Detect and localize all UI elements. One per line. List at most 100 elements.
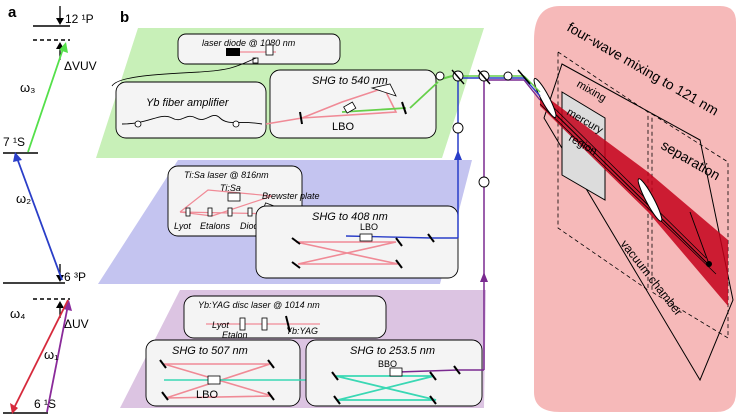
lbo-crystal-540 bbox=[343, 101, 357, 114]
level-label-7-1S: 7 ¹S bbox=[3, 135, 25, 149]
blue-turn-mirror bbox=[427, 233, 435, 243]
green-laser-module: laser diode @ 1080 nm Yb fiber amplifier… bbox=[96, 28, 484, 158]
shg-507-mirror-2 bbox=[267, 359, 275, 369]
beam-routing bbox=[432, 69, 541, 371]
blue-arrow-head bbox=[454, 150, 462, 160]
uv-arrow-head-top bbox=[56, 275, 64, 282]
level-label-6-1S: 6 ¹S bbox=[34, 397, 56, 411]
brewster-label: Brewster plate bbox=[262, 191, 320, 201]
beam-lower-line bbox=[539, 103, 717, 275]
dichroic-mirror-2 bbox=[477, 69, 491, 85]
purple-lens bbox=[478, 176, 490, 188]
shg-408-mirror-3 bbox=[291, 261, 301, 269]
omega2-label: ω₂ bbox=[16, 191, 31, 206]
ybyag-disc bbox=[285, 315, 291, 333]
shg-408-mirror-4 bbox=[395, 259, 403, 269]
omega4-arrow-head bbox=[10, 403, 18, 414]
shg-507-mirror-1 bbox=[159, 359, 167, 369]
separation-lens bbox=[637, 178, 663, 222]
lbo-crystal-507 bbox=[207, 375, 221, 385]
omega4-label: ω₄ bbox=[10, 306, 25, 321]
etalon-2 bbox=[227, 207, 233, 217]
shg-2535-mirror-2 bbox=[429, 371, 437, 381]
delta-vuv-label: ΔVUV bbox=[64, 59, 97, 73]
ybyag-lyot bbox=[239, 317, 246, 331]
shg-2535-mirror-1 bbox=[331, 371, 339, 381]
shg-540-input-beam bbox=[265, 117, 303, 125]
shg-2535-mirror-3 bbox=[333, 395, 341, 405]
shg-540-output-beam bbox=[341, 107, 407, 113]
fiber-amplifier-box bbox=[115, 81, 267, 139]
omega2-arrow bbox=[16, 157, 63, 281]
vacuum-chamber-panel: four-wave mixing to 121 nm mixing mercur… bbox=[533, 6, 736, 412]
purple-arrow-head bbox=[480, 272, 488, 282]
ybyag-laser-box bbox=[183, 295, 387, 339]
shg-408-mirror-2 bbox=[395, 237, 403, 247]
fiber-link bbox=[111, 57, 257, 87]
fiber-amplifier-label: Yb fiber amplifier bbox=[146, 97, 230, 109]
etalon-1 bbox=[207, 207, 213, 217]
lbo-507-label: LBO bbox=[196, 389, 218, 401]
shg-2535-mirror-4 bbox=[429, 395, 437, 405]
diode-isolator bbox=[265, 44, 274, 56]
shg-2535-label: SHG to 253.5 nm bbox=[350, 345, 435, 357]
vuv-arrow-head-top bbox=[56, 18, 64, 25]
ybyag-etalon-label: Etalon bbox=[222, 330, 248, 340]
laser-diode-label: laser diode @ 1080 nm bbox=[202, 38, 296, 48]
beam-upper-line bbox=[539, 93, 707, 259]
fiber-splice-1 bbox=[134, 120, 142, 128]
level-label-6-3P: 6 ³P bbox=[64, 270, 86, 284]
shg-540-mirror-1 bbox=[299, 111, 303, 125]
fiber-splice-2 bbox=[232, 120, 240, 128]
tisa-laser-label: Ti:Sa laser @ 816nm bbox=[184, 170, 269, 180]
diode-label: Diode bbox=[240, 221, 264, 231]
energy-level-scheme: a 12 ¹P 7 ¹S 6 ³P 6 ¹S ΔVUV ΔUV ω₃ bbox=[3, 4, 97, 414]
lbo-408-label: LBO bbox=[360, 222, 378, 232]
omega1-arrow-head bbox=[63, 300, 72, 311]
separation-pointer bbox=[689, 211, 710, 265]
purple-laser-module: Yb:YAG disc laser @ 1014 nm Lyot Etalon … bbox=[120, 290, 486, 408]
steering-mirror bbox=[517, 69, 531, 85]
level-label-12-1P: 12 ¹P bbox=[65, 12, 94, 26]
omega1-arrow bbox=[46, 304, 69, 413]
delta-uv-label: ΔUV bbox=[64, 317, 89, 331]
etalons-label: Etalons bbox=[200, 221, 231, 231]
blue-laser-module: Ti:Sa laser @ 816nm Ti:Sa Brewster plate… bbox=[98, 160, 472, 284]
tisa-crystal bbox=[227, 192, 241, 202]
omega3-arrow-head bbox=[59, 42, 68, 53]
omega3-label: ω₃ bbox=[20, 80, 35, 95]
green-beam-exit bbox=[409, 81, 439, 109]
mixing-region-box bbox=[557, 51, 649, 291]
shg-507-box bbox=[145, 339, 301, 407]
lyot-label: Lyot bbox=[174, 221, 191, 231]
beam-axis-line bbox=[539, 98, 711, 267]
green-lens bbox=[435, 71, 445, 81]
lbo-540-label: LBO bbox=[332, 121, 354, 133]
lbo-crystal-408 bbox=[359, 233, 373, 242]
tisa-crystal-label: Ti:Sa bbox=[220, 183, 241, 193]
lyot-filter bbox=[185, 207, 191, 217]
shg-507-mirror-3 bbox=[161, 391, 169, 401]
shg-408-cavity-beam bbox=[295, 241, 399, 265]
laser-diode-box bbox=[177, 33, 341, 65]
chamber-input-lens bbox=[533, 77, 557, 119]
fiber-coil bbox=[121, 115, 263, 125]
panel-label-b: b bbox=[120, 9, 129, 26]
blue-lens bbox=[452, 122, 464, 134]
final-combiner-lens bbox=[503, 71, 513, 81]
shg-540-prism bbox=[370, 83, 397, 97]
omega3-arrow bbox=[27, 45, 65, 153]
omega2-arrow-head bbox=[13, 152, 22, 162]
combined-purple-down bbox=[523, 79, 541, 101]
shg-540-mirror-2 bbox=[401, 101, 407, 115]
shg-507-mirror-4 bbox=[267, 391, 275, 401]
tisa-cavity-beam bbox=[179, 189, 273, 217]
bbo-crystal bbox=[389, 367, 403, 377]
dichroic-mirror-1 bbox=[451, 69, 465, 85]
omega1-label: ω₁ bbox=[44, 347, 59, 362]
bbo-label: BBO bbox=[378, 359, 397, 369]
shg-408-label: SHG to 408 nm bbox=[312, 211, 388, 223]
uv-arrow-head-bottom bbox=[56, 301, 64, 308]
separation-region-box bbox=[651, 113, 729, 339]
